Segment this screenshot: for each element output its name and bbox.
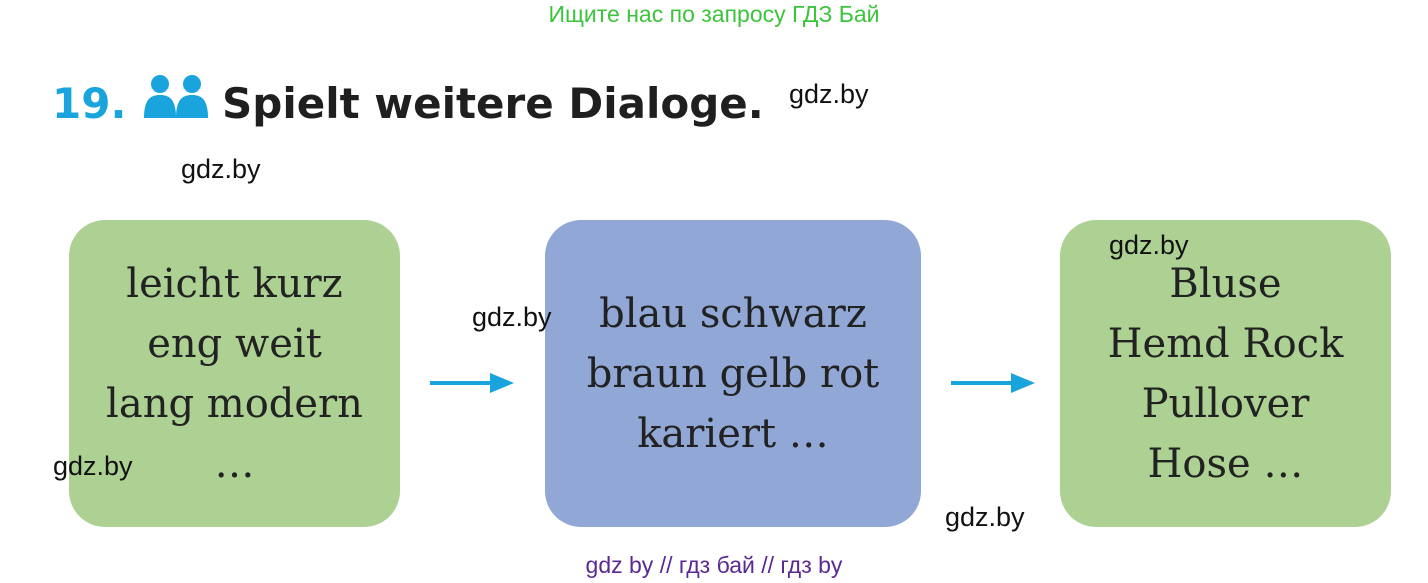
watermark: gdz.by — [181, 154, 261, 184]
pair-work-icon — [144, 75, 208, 118]
card-line: kariert … — [637, 410, 829, 457]
watermark: gdz.by — [945, 502, 1025, 532]
watermark: gdz.by — [53, 451, 133, 481]
card-line: leicht kurz — [126, 260, 343, 307]
arrow-right-icon — [430, 373, 514, 393]
card-line: lang modern — [106, 380, 363, 427]
card-line: braun gelb rot — [586, 350, 880, 397]
card-line: Bluse — [1169, 260, 1282, 307]
exercise-number: 19. — [52, 79, 127, 128]
card-line: eng weit — [147, 320, 322, 367]
card-line: … — [214, 440, 255, 487]
exercise-title: Spielt weitere Dialoge. — [222, 79, 764, 128]
card-line: Pullover — [1141, 380, 1310, 427]
card-line: Hose … — [1147, 440, 1304, 487]
card-colors: blau schwarz braun gelb rot kariert … — [545, 220, 921, 527]
watermark: gdz.by — [472, 302, 552, 332]
footer-watermark: gdz by // гдз бай // гдз by — [585, 552, 843, 578]
card-adjectives: leicht kurz eng weit lang modern … — [69, 220, 400, 527]
card-line: Hemd Rock — [1107, 320, 1344, 367]
arrow-right-icon — [951, 373, 1035, 393]
search-banner: Ищите нас по запросу ГДЗ Бай — [548, 1, 880, 27]
card-clothes: Bluse Hemd Rock Pullover Hose … — [1060, 220, 1391, 527]
watermark: gdz.by — [1109, 230, 1189, 260]
card-line: blau schwarz — [599, 290, 867, 337]
watermark: gdz.by — [789, 79, 869, 109]
